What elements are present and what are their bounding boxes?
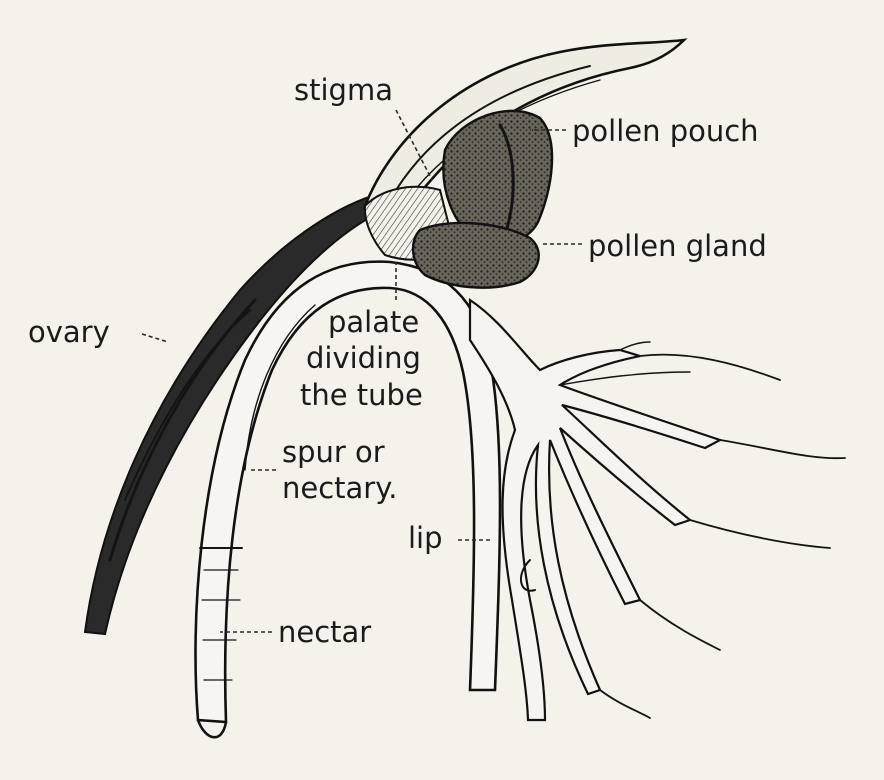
palate-label-line2: dividing (306, 341, 421, 375)
leader-lines (141, 109, 582, 633)
stigma-label: stigma (294, 73, 393, 107)
ovary-leader (141, 333, 169, 343)
pollen-gland-label: pollen gland (588, 229, 767, 263)
palate-label-line1: palate (328, 305, 419, 339)
ovary-label: ovary (28, 315, 110, 349)
lip-petal-shape (468, 297, 846, 722)
nectar-label: nectar (278, 615, 371, 649)
pollen-gland-shape (411, 221, 540, 289)
spur-label-line1: spur or (282, 435, 385, 469)
pollen-pouch-shape (442, 109, 554, 246)
stigma-leader (395, 109, 433, 181)
palate-label-line3: the tube (300, 378, 423, 412)
lip-label: lip (408, 521, 443, 555)
spur-label-line2: nectary. (282, 471, 397, 505)
pollen-pouch-label: pollen pouch (572, 114, 759, 148)
